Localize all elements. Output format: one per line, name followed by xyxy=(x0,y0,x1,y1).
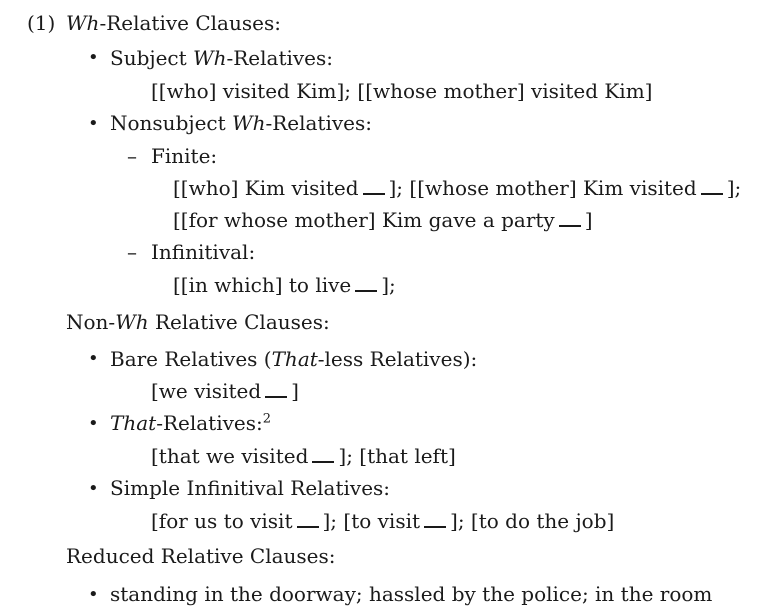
that-ex-part-a: [that we visited xyxy=(151,444,309,468)
heading-non-wh-relative-clauses: Non-Wh Relative Clauses: xyxy=(66,312,330,332)
heading-nonwh-rest: Relative Clauses: xyxy=(148,310,330,334)
bare-relatives-example: [we visited] xyxy=(151,381,299,401)
gap-marker xyxy=(355,276,378,292)
bullet-icon: • xyxy=(88,413,99,434)
bare-label-b: -less Relatives): xyxy=(317,347,478,371)
simple-infinitival-example: [for us to visit ]; [to visit ]; [to do th… xyxy=(151,511,614,531)
reduced-example: standing in the doorway; hassled by the … xyxy=(110,582,713,606)
dash-icon: – xyxy=(127,240,137,264)
nonsubject-label-rest: -Relatives: xyxy=(265,111,372,135)
subject-wh-examples: [[who] visited Kim]; [[whose mother] vis… xyxy=(151,79,653,103)
bare-relatives-label: Bare Relatives (That-less Relatives): xyxy=(110,349,477,369)
finite-ex1-part-b: ]; [[whose mother] Kim visited xyxy=(388,176,697,200)
gap-marker xyxy=(296,512,319,528)
heading-wh-italic: Wh xyxy=(66,11,100,35)
bullet-icon: • xyxy=(88,478,99,499)
that-label-italic: That xyxy=(110,411,157,435)
infinitival-label: Infinitival: xyxy=(151,240,256,264)
that-label-rest: -Relatives: xyxy=(156,411,263,435)
gap-marker xyxy=(424,512,447,528)
that-relatives-label: That-Relatives:2 xyxy=(110,411,272,435)
heading-reduced-relative-clauses: Reduced Relative Clauses: xyxy=(66,544,336,568)
finite-ex2-part-a: [[for whose mother] Kim gave a party xyxy=(173,208,555,232)
simple-infinitival-label: Simple Infinitival Relatives: xyxy=(110,476,391,500)
infinitival-ex-part-b: ]; xyxy=(381,273,396,297)
bare-ex-part-a: [we visited xyxy=(151,379,262,403)
finite-example-line-2: [[for whose mother] Kim gave a party] xyxy=(173,210,593,230)
bullet-icon: • xyxy=(88,47,99,68)
infinitival-ex-part-a: [[in which] to live xyxy=(173,273,352,297)
heading-nonwh-pre: Non- xyxy=(66,310,116,334)
subject-label-pre: Subject xyxy=(110,46,194,70)
simple-ex-part-c: ]; [to do the job] xyxy=(450,509,615,533)
subject-wh-relatives-label: Subject Wh-Relatives: xyxy=(110,48,333,68)
heading-wh-relative-clauses: Wh-Relative Clauses: xyxy=(66,13,281,33)
infinitival-example: [[in which] to live]; xyxy=(173,275,396,295)
simple-ex-part-b: ]; [to visit xyxy=(322,509,421,533)
gap-marker xyxy=(362,179,385,195)
nonsubject-label-pre: Nonsubject xyxy=(110,111,233,135)
example-number: (1) xyxy=(27,11,56,35)
bare-label-italic: That xyxy=(271,347,318,371)
that-relatives-example: [that we visited ]; [that left] xyxy=(151,446,456,466)
finite-ex1-part-a: [[who] Kim visited xyxy=(173,176,359,200)
nonsubject-label-italic: Wh xyxy=(232,111,266,135)
that-ex-part-b: ]; [that left] xyxy=(338,444,456,468)
bullet-icon: • xyxy=(88,584,99,605)
finite-ex1-part-c: ]; xyxy=(726,176,742,200)
bullet-icon: • xyxy=(88,348,99,369)
bullet-icon: • xyxy=(88,113,99,134)
finite-label: Finite: xyxy=(151,144,218,168)
heading-nonwh-italic: Wh xyxy=(115,310,149,334)
bare-label-a: Bare Relatives ( xyxy=(110,347,272,371)
gap-marker xyxy=(312,447,335,463)
gap-marker xyxy=(700,179,723,195)
gap-marker xyxy=(265,382,288,398)
subject-label-italic: Wh xyxy=(193,46,227,70)
simple-ex-part-a: [for us to visit xyxy=(151,509,293,533)
subject-label-rest: -Relatives: xyxy=(226,46,334,70)
finite-example-line-1: [[who] Kim visited ]; [[whose mother] Kim… xyxy=(173,178,741,198)
nonsubject-wh-relatives-label: Nonsubject Wh-Relatives: xyxy=(110,113,372,133)
dash-icon: – xyxy=(127,144,137,168)
footnote-marker[interactable]: 2 xyxy=(262,411,272,427)
heading-wh-rest: -Relative Clauses: xyxy=(99,11,281,35)
bare-ex-part-b: ] xyxy=(291,379,299,403)
finite-ex2-part-b: ] xyxy=(584,208,593,232)
gap-marker xyxy=(558,211,581,227)
